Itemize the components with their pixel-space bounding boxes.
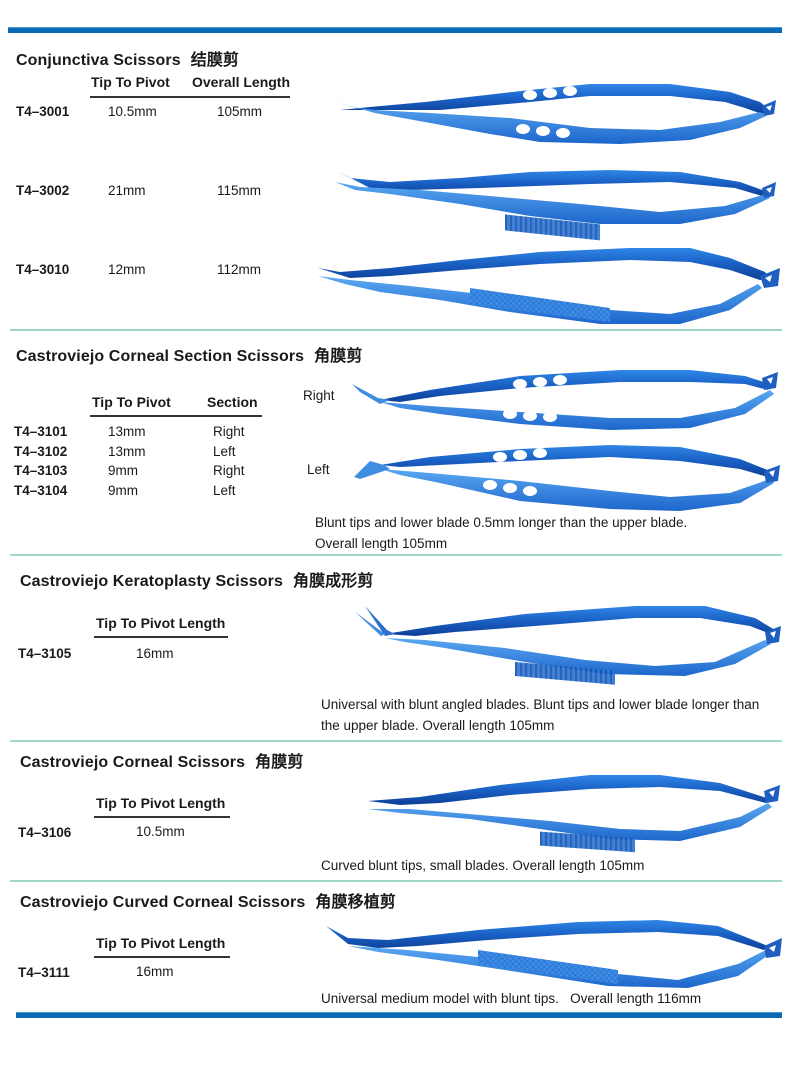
note-line: Blunt tips and lower blade 0.5mm longer … — [315, 515, 688, 530]
title-cn: 角膜剪 — [255, 754, 304, 771]
product-code: T4–3111 — [18, 965, 70, 980]
column-header-tip-to-pivot: Tip To Pivot — [91, 74, 170, 90]
overall-length-value: 115mm — [217, 183, 262, 198]
header-underline — [94, 956, 230, 958]
section-title-keratoplasty: Castroviejo Keratoplasty Scissors 角膜成形剪 — [20, 567, 373, 591]
header-underline — [94, 636, 228, 638]
title-cn: 角膜成形剪 — [292, 573, 374, 590]
column-header-tip-to-pivot-length: Tip To Pivot Length — [96, 615, 226, 631]
product-note: Curved blunt tips, small blades. Overall… — [321, 855, 644, 876]
column-header-tip-to-pivot-length: Tip To Pivot Length — [96, 935, 226, 951]
bottom-rule — [16, 1012, 782, 1018]
product-note: Universal with blunt angled blades. Blun… — [321, 694, 759, 736]
note-line: Curved blunt tips, small blades. Overall… — [321, 858, 645, 873]
column-header-section: Section — [207, 394, 258, 410]
title-en: Castroviejo Corneal Section Scissors — [16, 348, 305, 365]
product-code: T4–3105 — [18, 646, 72, 661]
scissors-perforated-handles-icon — [335, 84, 776, 144]
top-rule — [8, 27, 782, 33]
product-code: T4–3103 — [14, 463, 68, 478]
section-value: Left — [213, 483, 236, 498]
tip-to-pivot-value: 16mm — [136, 646, 174, 661]
scissors-curved-small-blades-icon — [368, 775, 780, 853]
scissors-left-section-icon — [354, 445, 780, 511]
tip-to-pivot-value: 9mm — [108, 463, 138, 478]
scissors-curved-knurled-icon — [326, 920, 782, 988]
product-code: T4–3001 — [16, 104, 70, 119]
column-header-tip-to-pivot: Tip To Pivot — [92, 394, 171, 410]
product-code: T4–3104 — [14, 483, 68, 498]
product-note: Universal medium model with blunt tips. … — [321, 988, 701, 1009]
note-line: the upper blade. Overall length 105mm — [321, 718, 555, 733]
scissors-knurled-handles-icon — [318, 248, 780, 324]
title-cn: 角膜剪 — [314, 348, 363, 365]
note-line: Universal medium model with blunt tips. … — [321, 991, 702, 1006]
section-divider — [10, 740, 782, 742]
tip-to-pivot-value: 12mm — [108, 262, 146, 277]
title-en: Conjunctiva Scissors — [16, 52, 181, 69]
overall-length-value: 105mm — [217, 104, 263, 119]
product-code: T4–3106 — [18, 825, 72, 840]
section-value: Right — [213, 463, 245, 478]
section-title-conjunctiva: Conjunctiva Scissors 结膜剪 — [16, 46, 239, 70]
section-divider — [10, 880, 782, 882]
tip-to-pivot-value: 13mm — [108, 424, 146, 439]
column-header-tip-to-pivot-length: Tip To Pivot Length — [96, 795, 226, 811]
title-en: Castroviejo Corneal Scissors — [20, 754, 246, 771]
tip-to-pivot-value: 16mm — [136, 964, 174, 979]
header-underline — [90, 415, 262, 417]
note-line: Overall length 105mm — [315, 536, 448, 551]
tip-to-pivot-value: 10.5mm — [108, 104, 157, 119]
column-header-overall-length: Overall Length — [192, 74, 291, 90]
product-code: T4–3002 — [16, 183, 70, 198]
header-underline — [90, 96, 290, 98]
scissors-angled-blades-icon — [355, 606, 781, 685]
title-cn: 角膜移植剪 — [315, 894, 396, 911]
tip-to-pivot-value: 9mm — [108, 483, 138, 498]
tip-to-pivot-value: 10.5mm — [136, 824, 185, 839]
image-label-right: Right — [303, 388, 335, 403]
product-code: T4–3101 — [14, 424, 68, 439]
header-underline — [94, 816, 230, 818]
section-title-curved-corneal: Castroviejo Curved Corneal Scissors 角膜移植剪 — [20, 888, 396, 912]
section-title-corneal-section: Castroviejo Corneal Section Scissors 角膜剪 — [16, 342, 362, 366]
section-value: Left — [213, 444, 236, 459]
scissors-right-section-icon — [352, 370, 778, 430]
section-title-corneal: Castroviejo Corneal Scissors 角膜剪 — [20, 748, 303, 772]
section-divider — [10, 329, 782, 331]
tip-to-pivot-value: 21mm — [108, 183, 146, 198]
product-code: T4–3102 — [14, 444, 68, 459]
section-value: Right — [213, 424, 245, 439]
title-en: Castroviejo Curved Corneal Scissors — [20, 894, 306, 911]
title-cn: 结膜剪 — [190, 52, 240, 69]
title-en: Castroviejo Keratoplasty Scissors — [20, 573, 283, 590]
image-label-left: Left — [307, 462, 330, 477]
tip-to-pivot-value: 13mm — [108, 444, 146, 459]
overall-length-value: 112mm — [217, 262, 262, 277]
section-divider — [10, 554, 782, 556]
product-code: T4–3010 — [16, 262, 70, 277]
scissors-serrated-handles-icon — [335, 170, 776, 241]
product-note: Blunt tips and lower blade 0.5mm longer … — [315, 512, 687, 554]
note-line: Universal with blunt angled blades. Blun… — [321, 697, 760, 712]
